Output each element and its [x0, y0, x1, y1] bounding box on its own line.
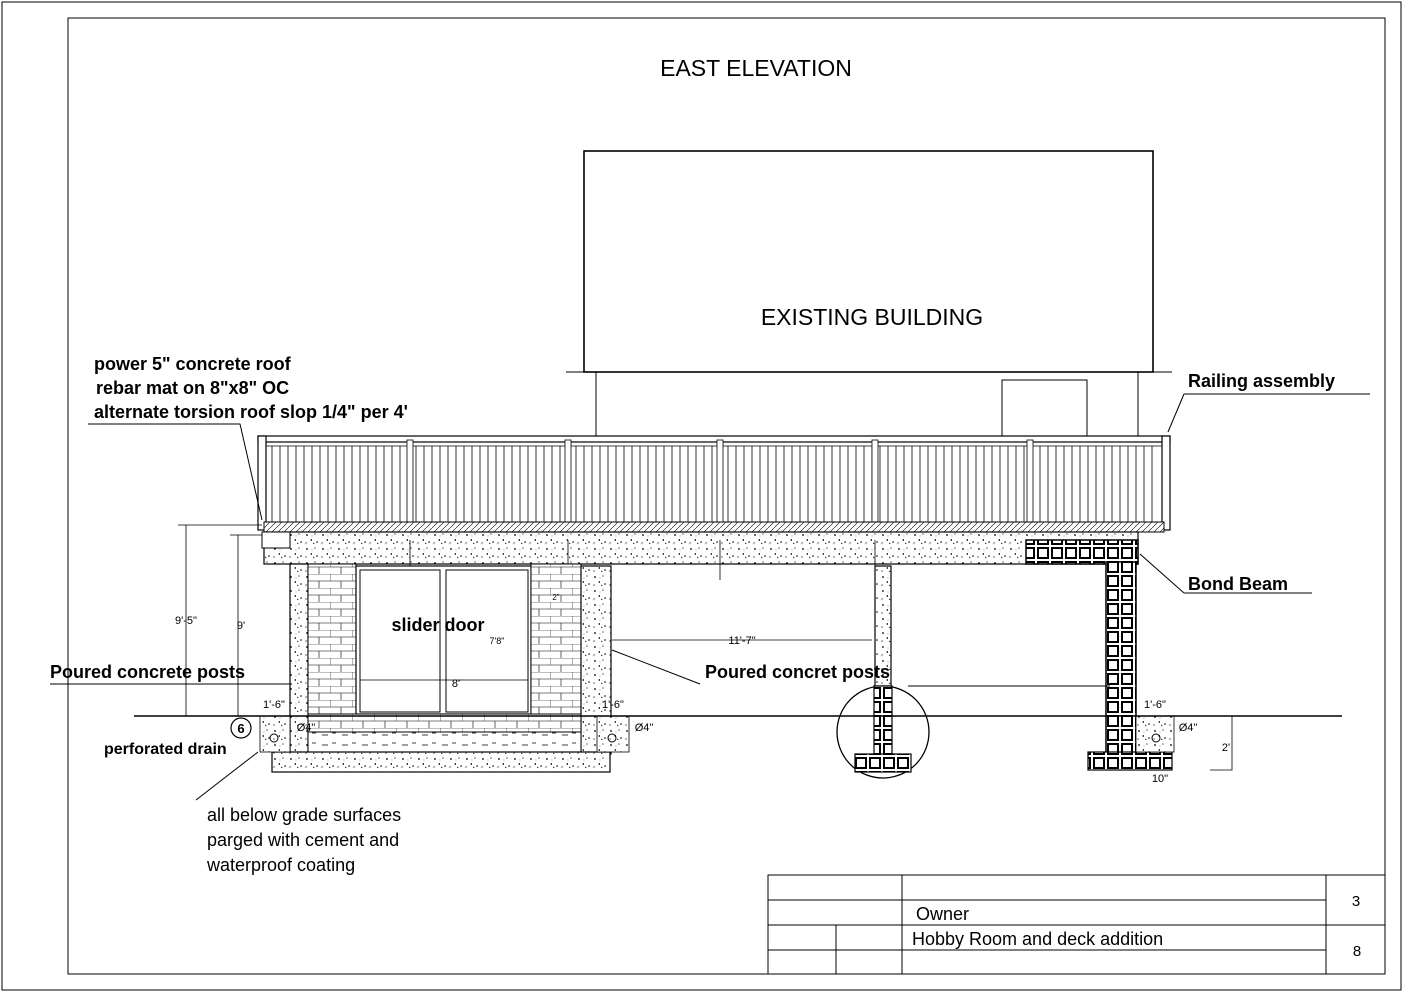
- title-block-sheet: 3: [1352, 893, 1360, 910]
- posts-label-center: Poured concret posts: [705, 662, 890, 682]
- dim-wall-height: 9': [237, 620, 245, 632]
- railing-post: [406, 439, 414, 525]
- dim-door-width: 8': [452, 678, 460, 690]
- detail-marker: [230, 717, 252, 739]
- sheet-inner-frame: [67, 17, 1386, 975]
- svg-text:waterproof coating: waterproof coating: [206, 855, 355, 875]
- footing-left: [271, 751, 611, 773]
- perforated-drain-label: perforated drain: [104, 741, 227, 758]
- floor-slab: [307, 731, 582, 755]
- slider-door-label: slider door: [391, 615, 484, 635]
- slider-door: slider door 8' 7'8": [355, 565, 532, 715]
- dim-footing-left: 1'-6": [263, 699, 285, 711]
- posts-label-left: Poured concrete posts: [50, 662, 245, 682]
- concrete-roof-slab: [263, 531, 1139, 565]
- drawing-title: EAST ELEVATION: [660, 55, 852, 81]
- roof-note: power 5" concrete roof rebar mat on 8"x8…: [88, 354, 408, 521]
- dim-overall-height: 9'-5": [175, 615, 197, 627]
- dim-door-height: 7'8": [490, 636, 505, 646]
- center-post-detail: [836, 685, 930, 779]
- height-dimensions: [178, 524, 262, 716]
- svg-text:alternate torsion roof slop 1/: alternate torsion roof slop 1/4" per 4': [94, 402, 408, 422]
- railing-label: Railing assembly: [1188, 371, 1335, 391]
- railing-post: [716, 439, 724, 525]
- left-block-wall: [307, 563, 357, 715]
- right-block-wall: [530, 563, 582, 715]
- dim-pier: 2": [552, 593, 559, 602]
- below-grade-note: all below grade surfaces parged with cem…: [206, 805, 401, 875]
- slab-edge: [261, 531, 291, 549]
- svg-text:rebar mat on 8"x8" OC: rebar mat on 8"x8" OC: [96, 378, 289, 398]
- bond-beam-label: Bond Beam: [1188, 574, 1288, 594]
- svg-text:all below grade surfaces: all below grade surfaces: [207, 805, 401, 825]
- dim-span: 11'-7": [728, 635, 755, 647]
- dim-drain-left: Ø4": [297, 722, 316, 734]
- detail-marker-number: 6: [237, 721, 244, 736]
- drain-gravel-mid: [596, 715, 630, 753]
- dim-footing-right: 1'-6": [1144, 699, 1166, 711]
- existing-building: EXISTING BUILDING: [566, 150, 1172, 441]
- dim-footing-width: 10": [1152, 773, 1168, 785]
- title-block-project: Hobby Room and deck addition: [912, 929, 1163, 949]
- railing-post: [564, 439, 572, 525]
- dim-drain-mid: Ø4": [635, 722, 654, 734]
- bond-beam: [1025, 539, 1139, 565]
- railing-post: [1026, 439, 1034, 525]
- right-rebar-column: [1087, 561, 1175, 771]
- title-block-owner: Owner: [916, 904, 969, 924]
- existing-building-label: EXISTING BUILDING: [761, 304, 983, 330]
- railing-assembly: [257, 435, 1171, 533]
- title-block-total: 8: [1353, 943, 1361, 960]
- railing-post: [871, 439, 879, 525]
- dim-footing-depth: 2': [1222, 742, 1230, 754]
- title-block: [767, 874, 1386, 975]
- svg-text:power 5" concrete roof: power 5" concrete roof: [94, 354, 292, 374]
- dim-drain-right: Ø4": [1179, 722, 1198, 734]
- dim-footing-mid: 1'-6": [602, 699, 624, 711]
- svg-text:parged with cement and: parged with cement and: [207, 830, 399, 850]
